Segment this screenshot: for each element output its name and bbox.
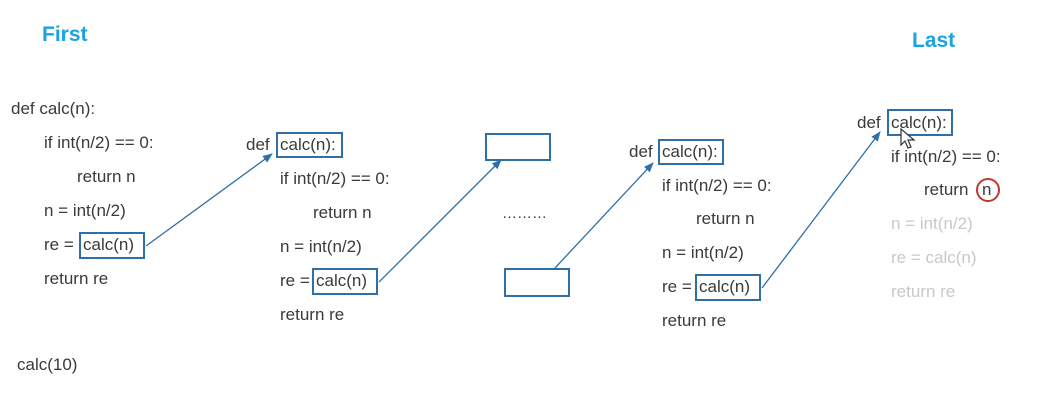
assign-line-faded: n = int(n/2) — [891, 214, 973, 233]
return-n-line: return n — [77, 167, 136, 186]
def-signature: calc(n): — [891, 113, 947, 132]
re-prefix: re = — [44, 235, 74, 254]
recursive-call: calc(n) — [699, 277, 751, 296]
assign-line: n = int(n/2) — [44, 201, 126, 220]
arrow-1 — [145, 153, 273, 247]
return-variable-circle — [976, 178, 1000, 202]
return-re-line: return re — [280, 305, 345, 324]
assign-line: n = int(n/2) — [280, 237, 362, 256]
mouse-cursor-icon — [900, 128, 916, 149]
def-keyword: def — [629, 142, 653, 161]
re-prefix: re = — [662, 277, 692, 296]
placeholder-call-box — [504, 268, 570, 297]
assign-line: n = int(n/2) — [662, 243, 744, 262]
return-re-line: return re — [662, 311, 727, 330]
def-highlight-box — [658, 139, 724, 165]
return-re-line-faded: return re — [891, 282, 956, 301]
recursive-call: calc(n) — [83, 235, 135, 254]
if-line: if int(n/2) == 0: — [280, 169, 390, 188]
def-highlight-box — [276, 132, 343, 158]
def-keyword: def — [246, 135, 270, 154]
def-signature: calc(n): — [662, 142, 718, 161]
return-keyword: return — [924, 180, 969, 199]
arrow-2 — [378, 159, 502, 283]
call-highlight-box — [79, 232, 145, 259]
recursive-call: calc(n) — [316, 271, 368, 290]
re-prefix: re = — [280, 271, 310, 290]
if-line: if int(n/2) == 0: — [662, 176, 772, 195]
re-line-faded: re = calc(n) — [891, 248, 977, 267]
return-re-line: return re — [44, 269, 109, 288]
call-highlight-box — [695, 274, 761, 301]
def-line: def calc(n): — [11, 99, 96, 118]
arrow-3 — [554, 162, 654, 269]
invocation-call: calc(10) — [17, 355, 78, 374]
placeholder-def-box — [485, 133, 551, 161]
def-highlight-box — [887, 109, 953, 136]
def-signature: calc(n): — [280, 135, 336, 154]
return-n-line: return n — [696, 209, 755, 228]
heading-last: Last — [912, 29, 956, 52]
if-line: if int(n/2) == 0: — [891, 147, 1001, 166]
arrow-4 — [761, 131, 881, 289]
if-line: if int(n/2) == 0: — [44, 133, 154, 152]
ellipsis: ……… — [502, 205, 547, 222]
def-keyword: def — [857, 113, 881, 132]
return-n-line: return n — [313, 203, 372, 222]
call-highlight-box — [312, 268, 378, 295]
heading-first: First — [42, 23, 88, 46]
